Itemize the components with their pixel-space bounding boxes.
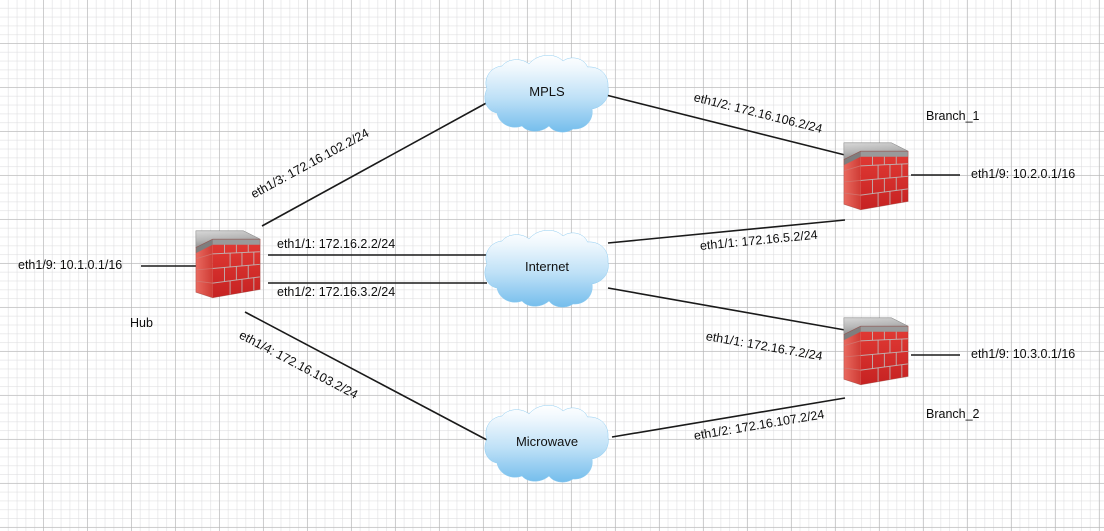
firewall-node-branch_1[interactable] [841,140,911,214]
link-lines [244,94,846,441]
firewall-label-branch_2: Branch_2 [926,407,980,421]
cloud-label-internet: Internet [524,259,570,274]
firewall-label-branch_1: Branch_1 [926,109,980,123]
link-line-microwave-branch2[interactable] [611,397,846,438]
link-line-hub-mpls[interactable] [261,100,491,227]
cloud-shape [484,230,609,308]
stub-label-branch2-lan: eth1/9: 10.3.0.1/16 [971,347,1076,361]
link-label-hub-internet-eth1-1: eth1/1: 172.16.2.2/24 [277,237,396,251]
link-line-internet-branch2[interactable] [607,287,846,331]
link-line-mpls-branch1[interactable] [605,94,846,156]
firewall-node-hub[interactable] [193,228,263,302]
cloud-shape [484,55,609,133]
firewall-shape [843,317,909,386]
stub-lines [141,174,960,356]
firewall-label-hub: Hub [130,316,153,330]
stub-label-branch1-lan: eth1/9: 10.2.0.1/16 [971,167,1076,181]
cloud-shape [484,405,609,483]
cloud-node-microwave[interactable]: Microwave [483,401,611,483]
link-line-internet-branch1[interactable] [607,219,846,244]
link-label-hub-internet-eth1-2: eth1/2: 172.16.3.2/24 [277,285,396,299]
cloud-label-microwave: Microwave [515,434,579,449]
stub-label-hub-lan: eth1/9: 10.1.0.1/16 [18,258,123,272]
cloud-label-mpls: MPLS [529,84,565,99]
cloud-node-internet[interactable]: Internet [483,226,611,308]
firewall-node-branch_2[interactable] [841,315,911,389]
firewall-shape [843,142,909,211]
link-line-hub-microwave[interactable] [244,311,488,441]
firewall-shape [195,230,261,299]
cloud-node-mpls[interactable]: MPLS [483,51,611,133]
